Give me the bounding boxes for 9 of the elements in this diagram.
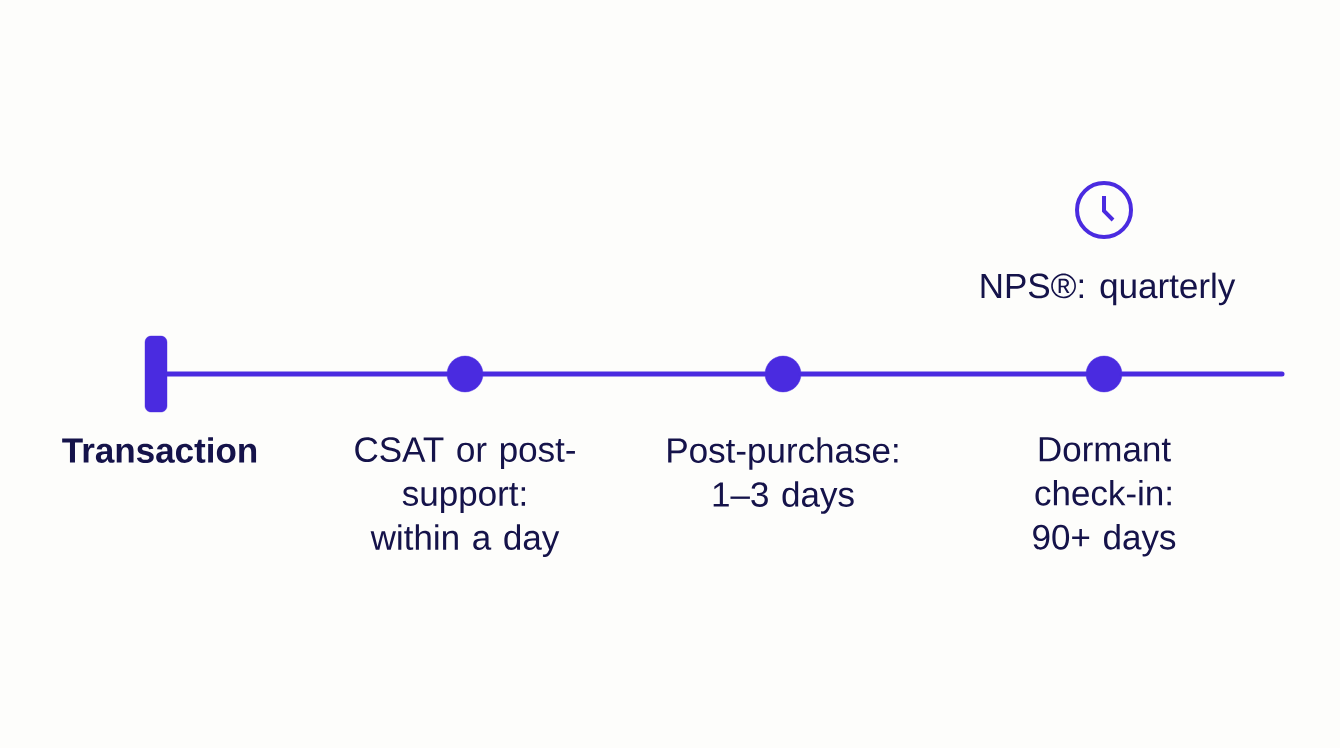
timeline-line: [164, 371, 450, 377]
timeline-label: Transaction: [62, 437, 257, 463]
timeline-line: [1119, 371, 1285, 377]
timeline-line: [798, 371, 1089, 377]
timeline-label: NPS®: quarterly: [981, 272, 1236, 306]
timeline-label: Dormant check-in: 90+ days: [1033, 437, 1176, 557]
timeline-line: [480, 371, 768, 377]
timeline-label: Post-purchase: 1–3 days: [668, 437, 898, 514]
timeline-label: CSAT or post-support: within a day: [355, 437, 575, 557]
